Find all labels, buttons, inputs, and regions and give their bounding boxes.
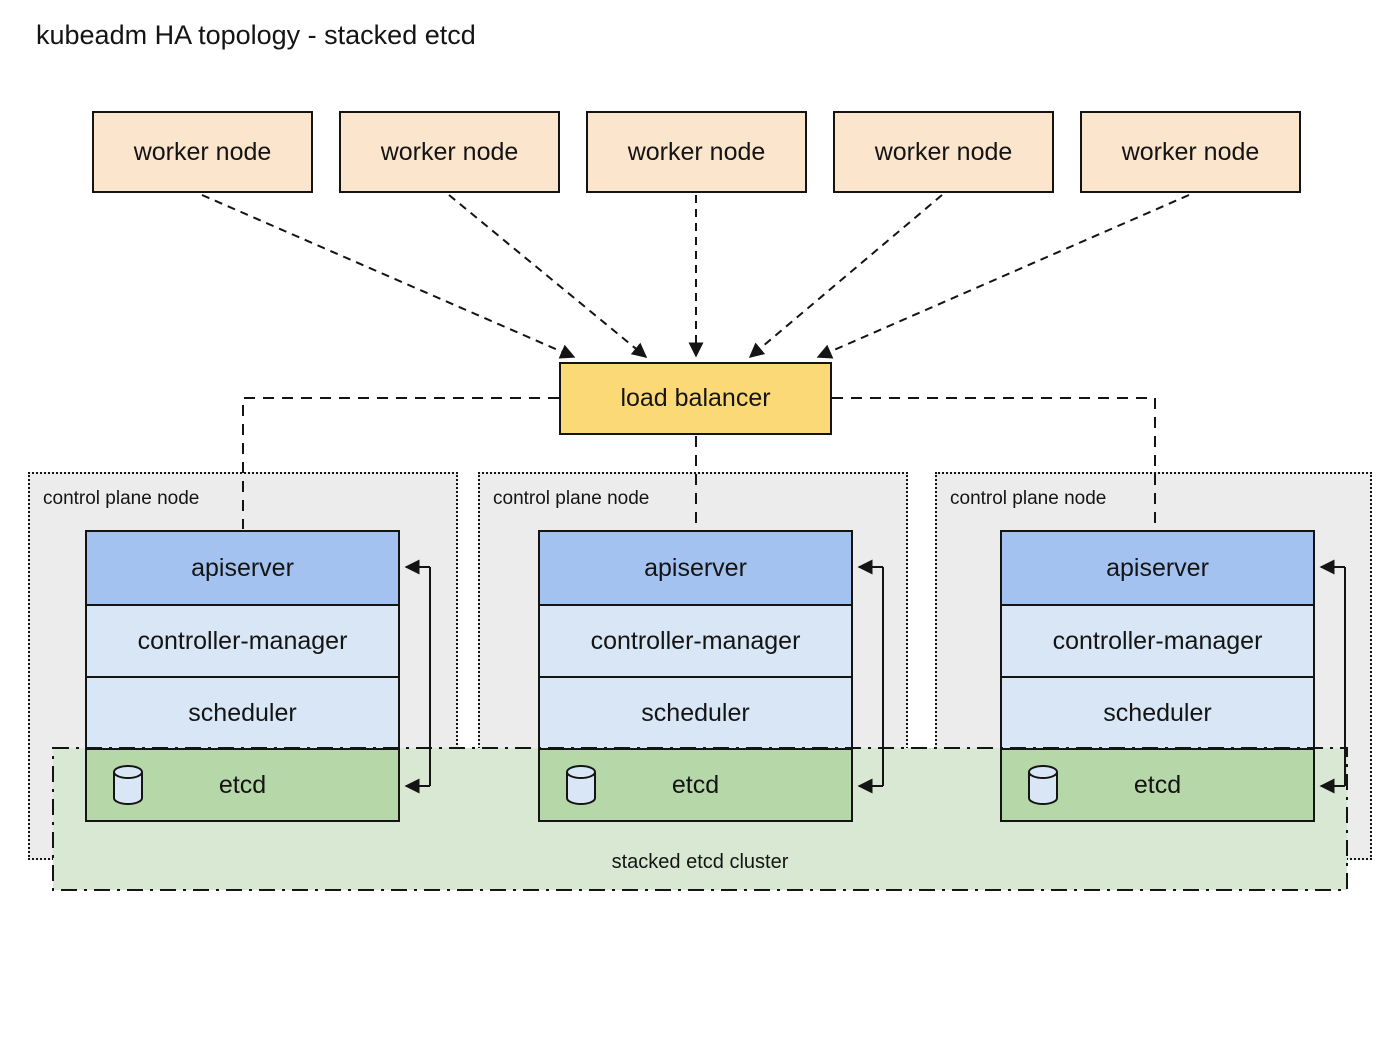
- stacked-etcd-cluster-label: stacked etcd cluster: [611, 851, 789, 873]
- database-cylinder-icon: [113, 765, 143, 805]
- database-cylinder-icon: [566, 765, 596, 805]
- controller-manager-label: controller-manager: [590, 626, 801, 655]
- etcd-box: etcd: [540, 748, 851, 820]
- database-cylinder-icon: [1028, 765, 1058, 805]
- worker-arrow: [748, 194, 943, 358]
- worker-node-label: worker node: [133, 137, 272, 166]
- control-plane-stack: apiserver controller-manager scheduler e…: [1000, 530, 1315, 822]
- etcd-label: etcd: [218, 770, 267, 799]
- control-plane-node-label: control plane node: [43, 488, 200, 509]
- apiserver-box: apiserver: [87, 532, 398, 604]
- apiserver-label: apiserver: [644, 553, 747, 582]
- scheduler-label: scheduler: [188, 698, 297, 727]
- load-balancer-label: load balancer: [620, 384, 771, 412]
- worker-node-box: worker node: [1080, 111, 1301, 193]
- scheduler-box: scheduler: [540, 676, 851, 748]
- worker-node-label: worker node: [380, 137, 519, 166]
- controller-manager-label: controller-manager: [1052, 626, 1263, 655]
- control-plane-node-label: control plane node: [493, 488, 650, 509]
- controller-manager-box: controller-manager: [540, 604, 851, 676]
- apiserver-box: apiserver: [540, 532, 851, 604]
- scheduler-label: scheduler: [1103, 698, 1212, 727]
- worker-node-box: worker node: [833, 111, 1054, 193]
- worker-node-label: worker node: [1121, 137, 1260, 166]
- etcd-label: etcd: [1133, 770, 1182, 799]
- apiserver-label: apiserver: [1106, 553, 1209, 582]
- worker-to-lb-arrows: [201, 194, 1190, 359]
- worker-arrow: [201, 194, 576, 359]
- control-plane-stack: apiserver controller-manager scheduler e…: [85, 530, 400, 822]
- worker-arrow: [448, 194, 648, 358]
- load-balancer-box: load balancer: [559, 362, 832, 435]
- control-plane-node-label: control plane node: [950, 488, 1107, 509]
- worker-node-label: worker node: [627, 137, 766, 166]
- diagram-title: kubeadm HA topology - stacked etcd: [36, 20, 476, 50]
- controller-manager-box: controller-manager: [87, 604, 398, 676]
- apiserver-box: apiserver: [1002, 532, 1313, 604]
- worker-node-box: worker node: [92, 111, 313, 193]
- scheduler-label: scheduler: [641, 698, 750, 727]
- controller-manager-label: controller-manager: [137, 626, 348, 655]
- etcd-box: etcd: [87, 748, 398, 820]
- worker-node-box: worker node: [339, 111, 560, 193]
- etcd-box: etcd: [1002, 748, 1313, 820]
- apiserver-label: apiserver: [191, 553, 294, 582]
- scheduler-box: scheduler: [87, 676, 398, 748]
- controller-manager-box: controller-manager: [1002, 604, 1313, 676]
- worker-node-box: worker node: [586, 111, 807, 193]
- scheduler-box: scheduler: [1002, 676, 1313, 748]
- control-plane-stack: apiserver controller-manager scheduler e…: [538, 530, 853, 822]
- worker-node-label: worker node: [874, 137, 1013, 166]
- etcd-label: etcd: [671, 770, 720, 799]
- worker-arrow: [816, 194, 1190, 359]
